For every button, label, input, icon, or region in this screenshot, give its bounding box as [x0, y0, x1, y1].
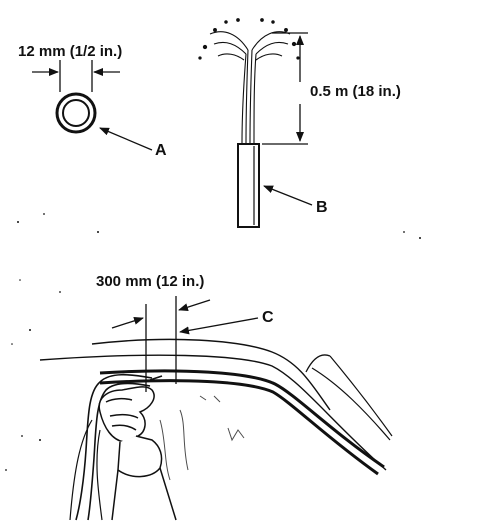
hand-holding-hose [98, 375, 177, 521]
inner-panel-sketch [159, 395, 245, 481]
spray-height-label: 0.5 m (18 in.) [310, 83, 401, 100]
spray-distance-dimension [111, 296, 211, 392]
water-hose [69, 373, 153, 521]
pipe-diameter-dimension [32, 60, 120, 92]
spray-height-dimension [262, 32, 308, 145]
pipe-diameter-label: 12 mm (1/2 in.) [18, 43, 123, 60]
callout-a-label: A [155, 142, 167, 159]
scan-speckles [5, 213, 421, 471]
callout-a-leader [99, 127, 153, 151]
door-seal-strip [99, 369, 385, 476]
water-spray [198, 18, 300, 144]
callout-b-label: B [316, 199, 328, 216]
callout-c-leader [179, 317, 259, 335]
callout-c-label: C [262, 309, 274, 326]
callout-b-leader [263, 185, 313, 206]
pipe-cross-section [55, 92, 97, 134]
spray-distance-label: 300 mm (12 in.) [96, 273, 205, 290]
car-roof-outline [39, 338, 393, 471]
vertical-pipe [237, 143, 260, 228]
